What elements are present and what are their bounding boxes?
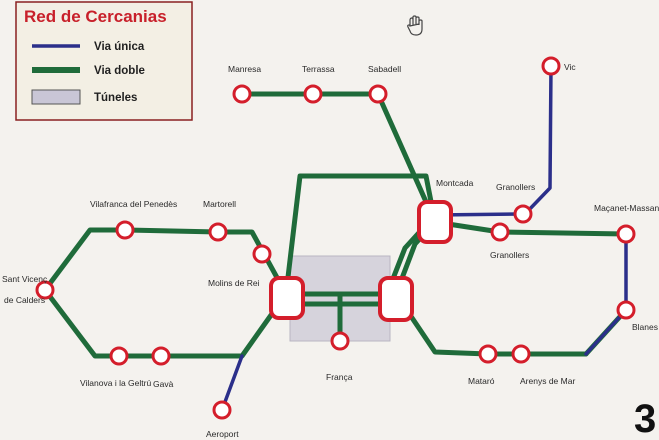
station-granollers-north[interactable] [513, 204, 533, 224]
legend-single-label: Via única [94, 41, 145, 53]
label-montcada: Montcada [436, 178, 474, 188]
station-aeroport[interactable] [212, 400, 232, 420]
station-terrassa[interactable] [303, 84, 323, 104]
line-montcada-macanet [432, 219, 629, 237]
label-molins: Molins de Rei [208, 278, 260, 288]
label-macanet: Maçanet-Massanes [594, 203, 659, 213]
station-sabadell[interactable] [368, 84, 388, 104]
label-sant-vicenc: Sant Vicenç [2, 274, 48, 284]
interchanges [269, 200, 453, 322]
label-aeroport: Aeroport [206, 429, 239, 439]
label-de-calders: de Calders [4, 295, 45, 305]
label-vilanova: Vilanova i la Geltrú [80, 378, 151, 388]
station-martorell[interactable] [208, 222, 228, 242]
label-granollers-south: Granollers [490, 250, 529, 260]
line-blanes-south [584, 308, 628, 356]
legend-title: Red de Cercanias [24, 7, 167, 26]
station-mataro[interactable] [478, 344, 498, 364]
line-aeroport [220, 354, 244, 412]
hand-cursor-icon [407, 15, 423, 36]
label-sabadell: Sabadell [368, 64, 401, 74]
legend-double-label: Via doble [94, 65, 145, 77]
label-martorell: Martorell [203, 199, 236, 209]
station-sant-vicenc[interactable] [35, 280, 55, 300]
station-macanet[interactable] [616, 224, 636, 244]
line-west-lower [42, 287, 289, 359]
station-vic[interactable] [541, 56, 561, 76]
station-labels: Manresa Terrassa Sabadell Vic Montcada G… [2, 62, 659, 439]
legend-tunnel-label: Túneles [94, 92, 137, 104]
label-terrassa: Terrassa [302, 64, 335, 74]
line-west-upper [42, 227, 289, 297]
legend-tunnel-swatch [31, 89, 81, 105]
station-blanes[interactable] [616, 300, 636, 320]
line-upper-loop [283, 173, 438, 297]
station-franca[interactable] [330, 331, 350, 351]
hub-montcada[interactable] [417, 200, 453, 244]
station-gava[interactable] [151, 346, 171, 366]
label-arenys: Arenys de Mar [520, 376, 575, 386]
station-granollers-south[interactable] [490, 222, 510, 242]
station-manresa[interactable] [232, 84, 252, 104]
stations [35, 56, 636, 420]
station-vilafranca[interactable] [115, 220, 135, 240]
label-gava: Gavà [153, 379, 174, 389]
label-vic: Vic [564, 62, 576, 72]
page-number: 3 [634, 397, 656, 440]
label-mataro: Mataró [468, 376, 495, 386]
station-arenys[interactable] [511, 344, 531, 364]
station-molins[interactable] [252, 244, 272, 264]
label-vilafranca: Vilafranca del Penedès [90, 199, 177, 209]
station-vilanova[interactable] [109, 346, 129, 366]
label-blanes: Blanes [632, 322, 658, 332]
double-track-lines [42, 91, 629, 359]
line-granollers-vic [523, 64, 553, 216]
hub-east[interactable] [378, 276, 414, 322]
label-granollers-north: Granollers [496, 182, 535, 192]
legend: Red de Cercanias Via única Via doble Tún… [15, 1, 193, 121]
hub-west[interactable] [269, 276, 305, 320]
label-manresa: Manresa [228, 64, 261, 74]
label-franca: França [326, 372, 353, 382]
